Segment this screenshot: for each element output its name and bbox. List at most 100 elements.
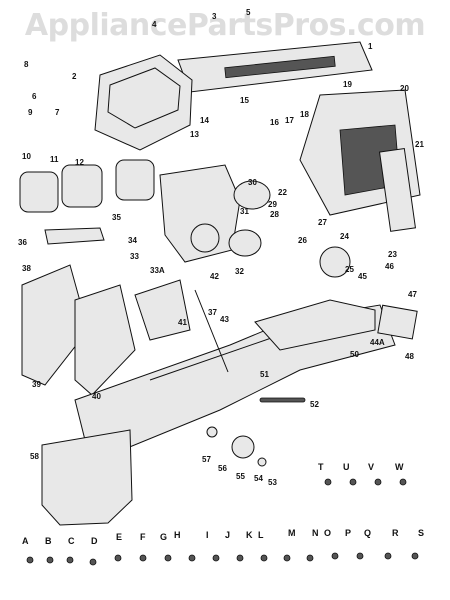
part-number: 1 bbox=[368, 42, 373, 51]
front-cover-58 bbox=[41, 429, 133, 526]
hardware-letter: F bbox=[140, 532, 146, 542]
part-number: 53 bbox=[268, 478, 277, 487]
hardware-letter: A bbox=[22, 536, 29, 546]
part-number: 44A bbox=[370, 338, 385, 347]
bracket-44a bbox=[254, 299, 376, 351]
hardware-letter: S bbox=[418, 528, 425, 538]
dash-slots bbox=[224, 55, 336, 79]
part-number: 39 bbox=[32, 380, 41, 389]
part-number: 9 bbox=[28, 108, 33, 117]
part-number: 48 bbox=[405, 352, 414, 361]
part-number: 36 bbox=[18, 238, 27, 247]
lever-42 bbox=[194, 289, 229, 373]
part-number: 27 bbox=[318, 218, 327, 227]
pulley-55 bbox=[231, 435, 255, 459]
bolt-52 bbox=[259, 397, 306, 403]
part-number: 42 bbox=[210, 272, 219, 281]
headlight-center bbox=[61, 164, 103, 208]
part-number: 18 bbox=[300, 110, 309, 119]
part-number: 3 bbox=[212, 12, 217, 21]
part-number: 45 bbox=[358, 272, 367, 281]
hardware-letter: E bbox=[116, 532, 123, 542]
side-plate-39 bbox=[21, 264, 89, 386]
part-number: 40 bbox=[92, 392, 101, 401]
part-number: 29 bbox=[268, 200, 277, 209]
bracket-36 bbox=[44, 227, 105, 245]
part-number: 41 bbox=[178, 318, 187, 327]
washer-57 bbox=[206, 426, 218, 438]
part-number: 47 bbox=[408, 290, 417, 299]
headlight-right bbox=[115, 159, 155, 201]
pulley-24 bbox=[319, 246, 351, 278]
hardware-letter: W bbox=[395, 462, 404, 472]
part-number: 28 bbox=[270, 210, 279, 219]
part-number: 33A bbox=[150, 266, 165, 275]
part-number: 11 bbox=[50, 155, 59, 164]
part-number: 12 bbox=[75, 158, 84, 167]
part-number: 33 bbox=[130, 252, 139, 261]
part-number: 16 bbox=[270, 118, 279, 127]
hardware-letter: G bbox=[160, 532, 168, 542]
hardware-letter: K bbox=[246, 530, 253, 540]
side-panel bbox=[378, 148, 417, 232]
part-number: 34 bbox=[128, 236, 137, 245]
part-number: 57 bbox=[202, 455, 211, 464]
part-number: 8 bbox=[24, 60, 29, 69]
part-number: 17 bbox=[285, 116, 294, 125]
hardware-letter: B bbox=[45, 536, 52, 546]
part-number: 4 bbox=[152, 20, 157, 29]
part-number: 46 bbox=[385, 262, 394, 271]
part-number: 19 bbox=[343, 80, 352, 89]
part-number: 30 bbox=[248, 178, 257, 187]
part-number: 32 bbox=[235, 267, 244, 276]
part-number: 26 bbox=[298, 236, 307, 245]
part-number: 10 bbox=[22, 152, 31, 161]
part-number: 58 bbox=[30, 452, 39, 461]
part-number: 5 bbox=[246, 8, 251, 17]
part-number: 2 bbox=[72, 72, 77, 81]
part-number: 14 bbox=[200, 116, 209, 125]
part-number: 7 bbox=[55, 108, 60, 117]
hardware-letter: N bbox=[312, 528, 319, 538]
engine-block bbox=[159, 164, 241, 263]
watermark: AppliancePartsPros.com bbox=[24, 8, 426, 43]
part-number: 21 bbox=[415, 140, 424, 149]
starter-motor bbox=[233, 180, 271, 210]
hardware-letter: J bbox=[225, 530, 231, 540]
part-number: 51 bbox=[260, 370, 269, 379]
hardware-letter: I bbox=[206, 530, 209, 540]
part-number: 50 bbox=[350, 350, 359, 359]
hardware-letter: V bbox=[368, 462, 375, 472]
rear-plate-48 bbox=[377, 304, 418, 340]
part-number: 6 bbox=[32, 92, 37, 101]
part-number: 25 bbox=[345, 265, 354, 274]
hardware-strip bbox=[26, 478, 419, 566]
part-number: 20 bbox=[400, 84, 409, 93]
hardware-letter: D bbox=[91, 536, 98, 546]
hardware-letter: C bbox=[68, 536, 75, 546]
part-number: 55 bbox=[236, 472, 245, 481]
part-number: 35 bbox=[112, 213, 121, 222]
hood-cowl bbox=[94, 54, 193, 151]
hardware-letter: Q bbox=[364, 528, 372, 538]
hardware-letter: O bbox=[324, 528, 332, 538]
part-number: 37 bbox=[208, 308, 217, 317]
headlight-left bbox=[19, 171, 59, 213]
part-number: 15 bbox=[240, 96, 249, 105]
part-number: 22 bbox=[278, 188, 287, 197]
hardware-letter: L bbox=[258, 530, 264, 540]
part-number: 24 bbox=[340, 232, 349, 241]
plate-41 bbox=[134, 279, 191, 341]
hardware-letter: T bbox=[318, 462, 324, 472]
nut-53 bbox=[257, 457, 267, 467]
part-number: 56 bbox=[218, 464, 227, 473]
hardware-letter: H bbox=[174, 530, 181, 540]
hardware-letter: M bbox=[288, 528, 296, 538]
part-number: 31 bbox=[240, 207, 249, 216]
part-number: 38 bbox=[22, 264, 31, 273]
part-number: 13 bbox=[190, 130, 199, 139]
hardware-letter: U bbox=[343, 462, 350, 472]
part-number: 54 bbox=[254, 474, 263, 483]
generator bbox=[228, 229, 262, 257]
